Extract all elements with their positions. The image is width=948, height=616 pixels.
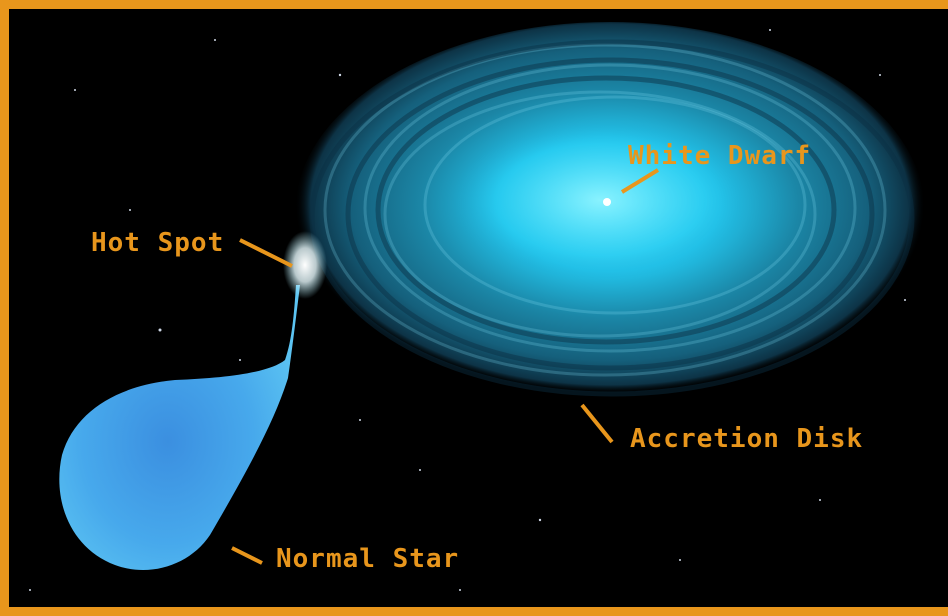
background-stars	[29, 29, 906, 591]
normal-star-pointer	[231, 546, 263, 565]
accretion-disk	[295, 22, 925, 402]
normal-star	[59, 285, 301, 571]
accretion-disk-label: Accretion Disk	[630, 424, 863, 454]
hot-spot-label: Hot Spot	[91, 228, 224, 258]
normal-star-label: Normal Star	[276, 544, 459, 574]
hot-spot-glow	[283, 231, 327, 299]
hot-spot-pointer	[239, 238, 293, 268]
white-dwarf-label: White Dwarf	[628, 141, 811, 171]
white-dwarf-pointer	[620, 168, 660, 194]
accretion-disk-pointer	[580, 403, 614, 444]
white-dwarf-star	[603, 198, 611, 206]
label-pointers	[231, 168, 660, 565]
